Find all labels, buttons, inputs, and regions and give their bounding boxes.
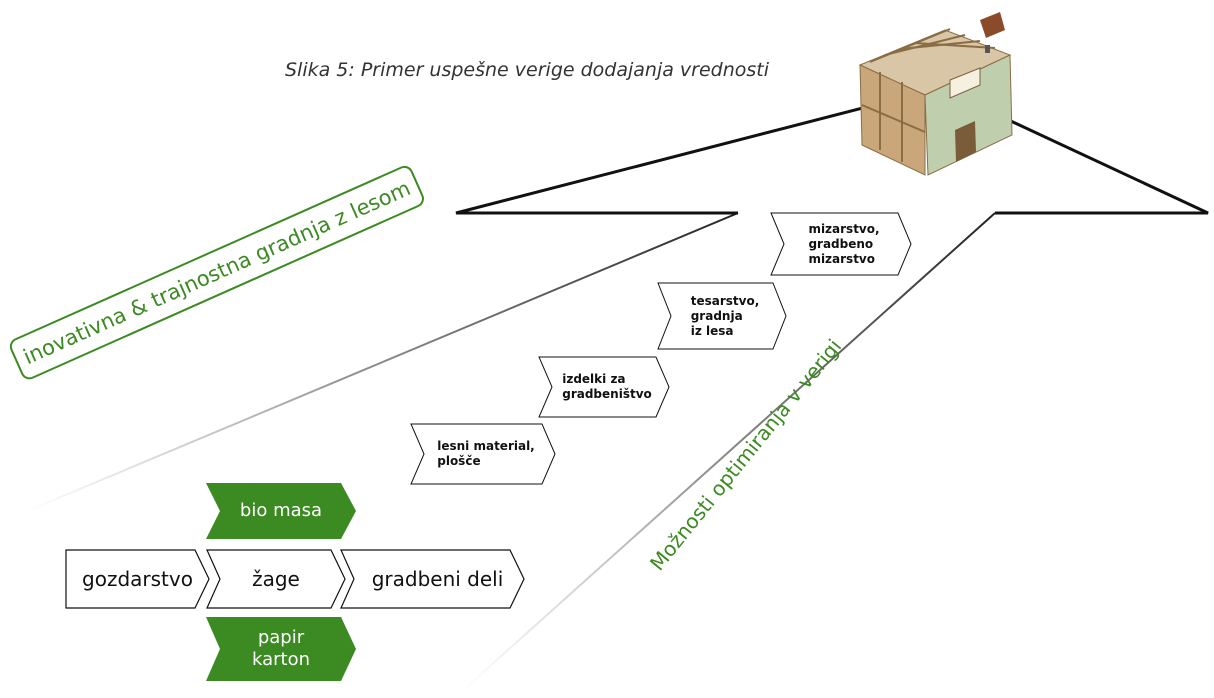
chain-step-label: žage <box>252 567 300 591</box>
step-label: lesni material, plošče <box>437 439 535 468</box>
left-rising-line <box>24 212 739 513</box>
step-izdelki: izdelki za gradbeništvo <box>538 356 670 418</box>
product-label: bio masa <box>239 500 323 521</box>
step-label: tesarstvo, gradnja iz lesa <box>690 293 760 338</box>
product-papir-karton: papir karton <box>206 617 356 681</box>
product-label: papir karton <box>251 627 311 670</box>
right-rising-line <box>459 212 996 694</box>
chain-step-zage: žage <box>206 549 346 609</box>
step-label: izdelki za gradbeništvo <box>562 372 652 401</box>
step-mizarstvo: mizarstvo, gradbeno mizarstvo <box>770 212 912 276</box>
chain-step-label: gozdarstvo <box>82 567 193 591</box>
figure-caption: Slika 5: Primer uspešne verige dodajanja… <box>285 59 770 81</box>
product-bio-masa: bio masa <box>206 483 356 539</box>
step-label: mizarstvo, gradbeno mizarstvo <box>808 221 880 266</box>
step-tesarstvo: tesarstvo, gradnja iz lesa <box>657 282 787 350</box>
chain-step-label: gradbeni deli <box>371 567 504 591</box>
step-lesni-material: lesni material, plošče <box>410 423 556 485</box>
top-chevron-outline <box>455 86 1209 215</box>
chain-step-gozdarstvo: gozdarstvo <box>65 549 210 609</box>
house-icon <box>840 10 1045 185</box>
chain-step-gradbeni-deli: gradbeni deli <box>340 549 525 609</box>
